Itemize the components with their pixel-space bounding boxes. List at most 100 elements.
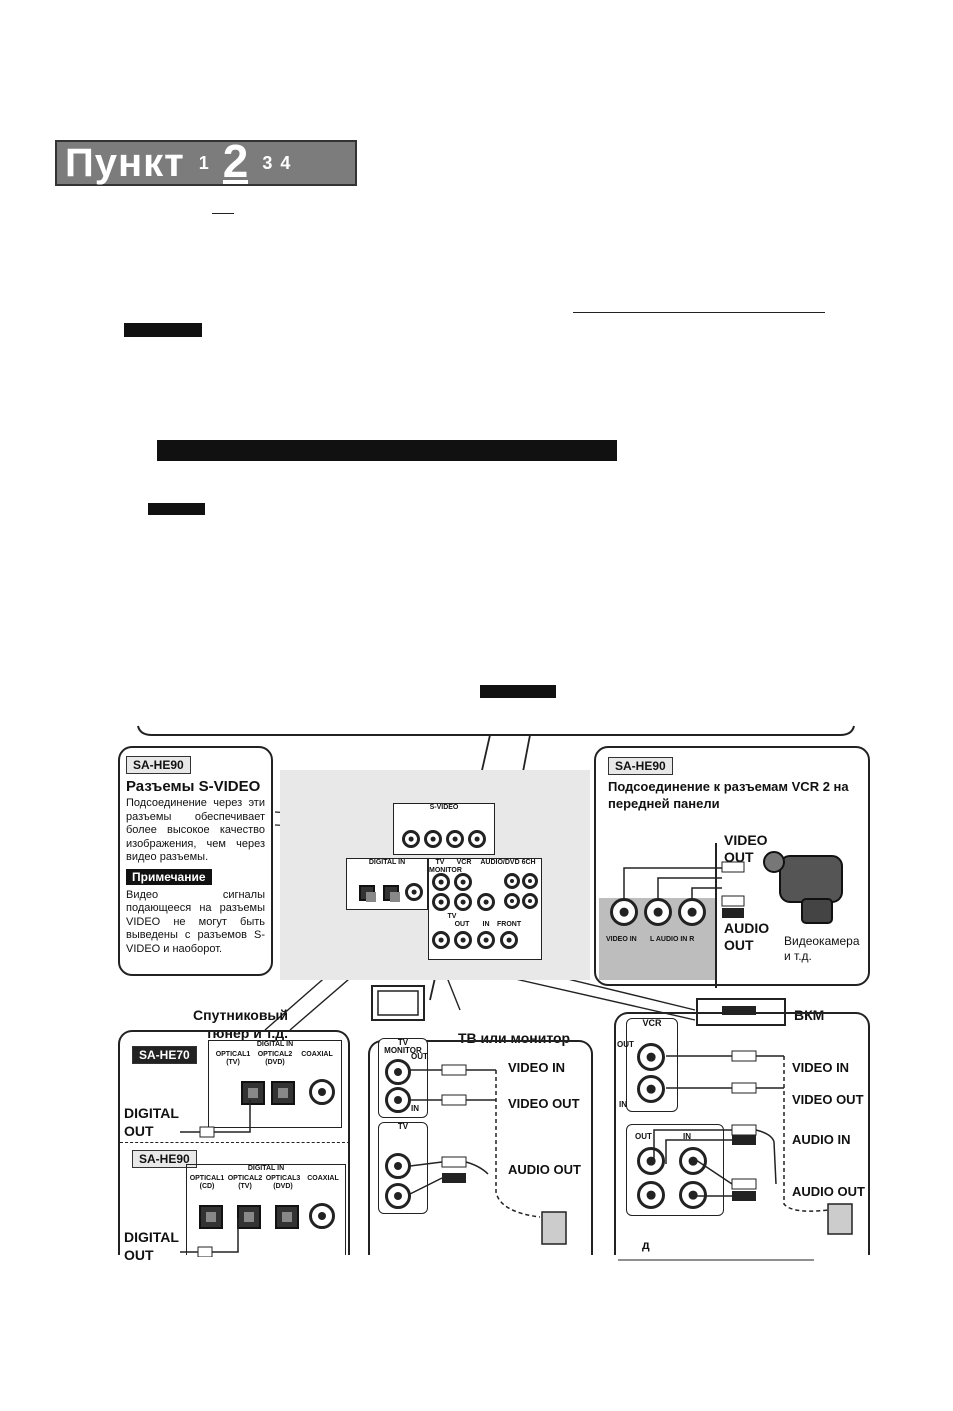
vcr-cables	[653, 1050, 853, 1235]
rear-jack-b3	[477, 893, 495, 911]
he70-port-3: COAXIAL	[301, 1051, 333, 1058]
he90-model-tag: SA-HE90	[132, 1150, 197, 1168]
tv-monitor-box: TV MONITOR OUT IN	[378, 1038, 428, 1118]
vcr-jack-1	[637, 1043, 665, 1071]
svideo-jack-3	[446, 830, 464, 848]
rear-digital-label: DIGITAL IN	[368, 859, 406, 866]
front-title: Подсоединение к разъемам VCR 2 на передн…	[608, 779, 849, 811]
step-word: Пункт	[65, 141, 185, 185]
he70-digital-box: DIGITAL IN OPTICAL1 (TV) OPTICAL2 (DVD) …	[208, 1040, 342, 1128]
front-audio-out: AUDIO OUT	[724, 920, 770, 953]
step-current: 2	[222, 135, 249, 187]
redaction-bar-4	[480, 685, 556, 698]
camcorder-icon	[763, 851, 843, 924]
redaction-bar-3	[148, 503, 205, 515]
he70-optical-1	[241, 1081, 265, 1105]
tv-monitor-label: TV MONITOR	[384, 1038, 422, 1055]
satellite-panel: SA-HE70 DIGITAL IN OPTICAL1 (TV) OPTICAL…	[118, 1030, 350, 1263]
tv-av-box: TV	[378, 1122, 428, 1214]
vcr-video-in: VIDEO IN	[792, 1060, 850, 1075]
tv-video-in: VIDEO IN	[508, 1060, 566, 1075]
front-video-out: VIDEO OUT	[724, 832, 768, 865]
vcr-in: IN	[619, 1100, 627, 1109]
he70-model-tag: SA-HE70	[132, 1046, 197, 1064]
he90-digital-box: DIGITAL IN OPTICAL1 (CD) OPTICAL2 (TV) O…	[186, 1164, 346, 1255]
vcr-audio-jack-2	[679, 1147, 707, 1175]
rear-jack-c3	[477, 931, 495, 949]
vcr-audio-jack-4	[679, 1181, 707, 1209]
svideo-jack-4	[468, 830, 486, 848]
front-cables	[623, 843, 745, 988]
he70-port-1: OPTICAL1 (TV)	[215, 1051, 251, 1066]
satellite-cables	[180, 1100, 251, 1257]
note-body: Видео сигналы подающееся на разъемы VIDE…	[126, 888, 265, 955]
he90-digital-out: DIGITAL OUT	[124, 1229, 179, 1263]
front-model-tag: SA-HE90	[608, 757, 673, 775]
rear-jack-c4	[500, 931, 518, 949]
vcr-box: VCR OUT IN	[617, 1018, 678, 1112]
rear-svideo-box: S-VIDEO	[393, 803, 495, 855]
rear-jack-a2	[454, 873, 472, 891]
rear-out: OUT	[454, 921, 470, 928]
tv-panel: TV MONITOR OUT IN TV VIDEO IN VIDEO OUT …	[368, 1038, 593, 1255]
he70-optical-2	[271, 1081, 295, 1105]
rear-jack-a3	[504, 873, 520, 889]
vcr-audio-out: OUT	[635, 1132, 652, 1141]
step-3: 3	[262, 152, 273, 173]
svideo-jack-1	[402, 830, 420, 848]
he90-port-2: OPTICAL2 (TV)	[227, 1175, 263, 1190]
step-1: 1	[198, 152, 209, 173]
vcr-out: OUT	[617, 1040, 634, 1049]
vcr-footer-letter: д	[642, 1238, 650, 1252]
rear-vcr: VCR	[456, 859, 472, 866]
vcr-audio-in-label: AUDIO IN	[792, 1132, 851, 1147]
tv-av-jack-1	[385, 1153, 411, 1179]
tv-monitor-in: IN	[411, 1104, 419, 1113]
svideo-jack-2	[424, 830, 442, 848]
tv-av-jack-2	[385, 1183, 411, 1209]
rear-av-box: TV MONITOR VCR AUDIO/DVD 6CH TV OUT IN F…	[428, 858, 542, 960]
step-banner: Пункт 1 2 3 4	[55, 135, 357, 187]
step-4: 4	[280, 152, 291, 173]
he90-digital-in: DIGITAL IN	[247, 1165, 285, 1172]
he90-optical-1	[199, 1205, 223, 1229]
underline-short	[212, 213, 234, 214]
he90-port-1: OPTICAL1 (CD)	[189, 1175, 225, 1190]
he70-port-2: OPTICAL2 (DVD)	[257, 1051, 293, 1066]
rear-tv: TV	[447, 913, 457, 920]
front-panel: SA-HE90 Подсоединение к разъемам VCR 2 н…	[594, 746, 870, 988]
tv-monitor-out: OUT	[411, 1052, 428, 1061]
rear-jack-a1	[432, 873, 450, 891]
rear-jack-a4	[522, 873, 538, 889]
rear-tv-monitor: TV MONITOR	[429, 859, 462, 874]
vcr-box-label: VCR	[642, 1018, 662, 1028]
vcr-audio-jack-1	[637, 1147, 665, 1175]
vcr-audio-in: IN	[683, 1132, 691, 1141]
svideo-body: Подсоединение через эти разъемы обеспечи…	[126, 797, 265, 863]
rear-jack-b5	[522, 893, 538, 909]
satellite-divider	[120, 1142, 350, 1143]
tv-monitor-jack-1	[385, 1059, 411, 1085]
he70-digital-out: DIGITAL OUT	[124, 1105, 179, 1139]
redaction-bar-2	[157, 440, 617, 461]
vcr-video-out: VIDEO OUT	[792, 1092, 864, 1107]
front-jack-audio-in-label: L AUDIO IN R	[650, 936, 695, 943]
rear-optical-2	[383, 885, 400, 902]
tv-video-out: VIDEO OUT	[508, 1096, 580, 1111]
rear-digital-box: DIGITAL IN	[346, 858, 428, 910]
rear-coaxial	[405, 883, 423, 901]
tv-section-label: ТВ или монитор	[458, 1030, 571, 1046]
rear-front: FRONT	[497, 921, 522, 928]
tv-monitor-jack-2	[385, 1087, 411, 1113]
rear-jack-b2	[454, 893, 472, 911]
rear-jack-b4	[504, 893, 520, 909]
svideo-model-tag: SA-HE90	[126, 756, 191, 774]
vcr-panel: VCR OUT IN OUT IN VIDEO IN VIDEO OUT AUD…	[614, 1012, 870, 1255]
he90-port-4: COAXIAL	[307, 1175, 339, 1182]
front-jack-video-in-label: VIDEO IN	[606, 936, 637, 943]
he90-optical-2	[237, 1205, 261, 1229]
he90-optical-3	[275, 1205, 299, 1229]
he70-digital-in: DIGITAL IN	[256, 1041, 294, 1048]
rear-svideo-label: S-VIDEO	[429, 804, 459, 811]
rear-jack-b1	[432, 893, 450, 911]
